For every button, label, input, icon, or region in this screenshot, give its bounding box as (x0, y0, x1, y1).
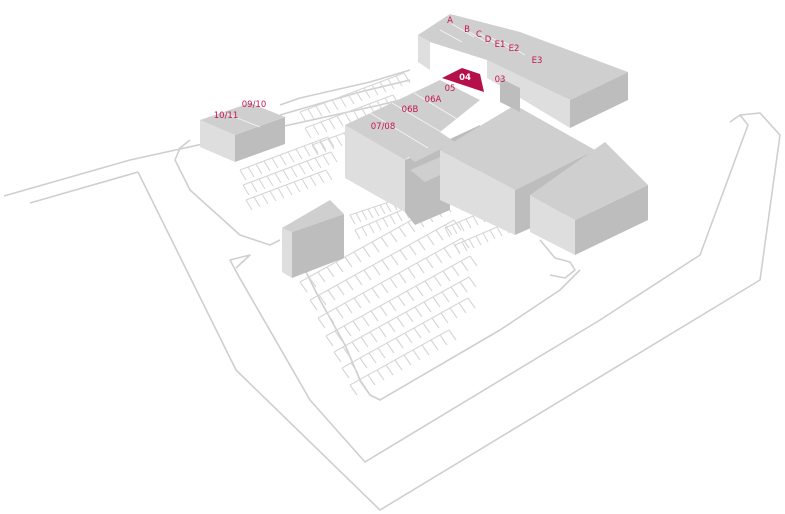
road-inner-south (229, 114, 749, 463)
unit-labels: A B C D E1 E2 E3 03 04 05 06A 06B 07/08 … (214, 16, 543, 132)
unit-label-e3[interactable]: E3 (532, 56, 543, 66)
road-car-park-ring (174, 139, 281, 246)
road-outer-south (137, 112, 781, 511)
car-park-bays-north (239, 72, 411, 211)
unit-04-highlight[interactable] (442, 68, 487, 93)
unit-label-b[interactable]: B (464, 25, 470, 35)
unit-label-d[interactable]: D (485, 35, 492, 45)
unit-label-04[interactable]: 04 (459, 73, 471, 83)
building-west-block (200, 103, 285, 162)
road-north-link (279, 69, 411, 106)
unit-label-06b[interactable]: 06B (402, 105, 419, 115)
unit-label-03[interactable]: 03 (495, 75, 506, 85)
unit-label-05[interactable]: 05 (445, 84, 456, 94)
road-outer-west-inner (29, 171, 139, 204)
unit-label-c[interactable]: C (476, 30, 482, 40)
unit-label-0910[interactable]: 09/10 (242, 100, 267, 110)
building-southeast-anchor (530, 142, 648, 255)
unit-label-1011[interactable]: 10/11 (214, 111, 239, 121)
unit-label-a[interactable]: A (447, 16, 453, 26)
unit-label-e1[interactable]: E1 (495, 40, 506, 50)
road-north-link-2 (279, 79, 411, 116)
road-service-east (539, 239, 576, 279)
unit-label-06a[interactable]: 06A (425, 95, 442, 105)
building-northeast-terrace (418, 14, 628, 128)
road-car-park-inner (289, 249, 581, 401)
building-southwest-block (282, 200, 344, 278)
unit-label-e2[interactable]: E2 (509, 44, 520, 54)
unit-label-0708[interactable]: 07/08 (371, 122, 396, 132)
